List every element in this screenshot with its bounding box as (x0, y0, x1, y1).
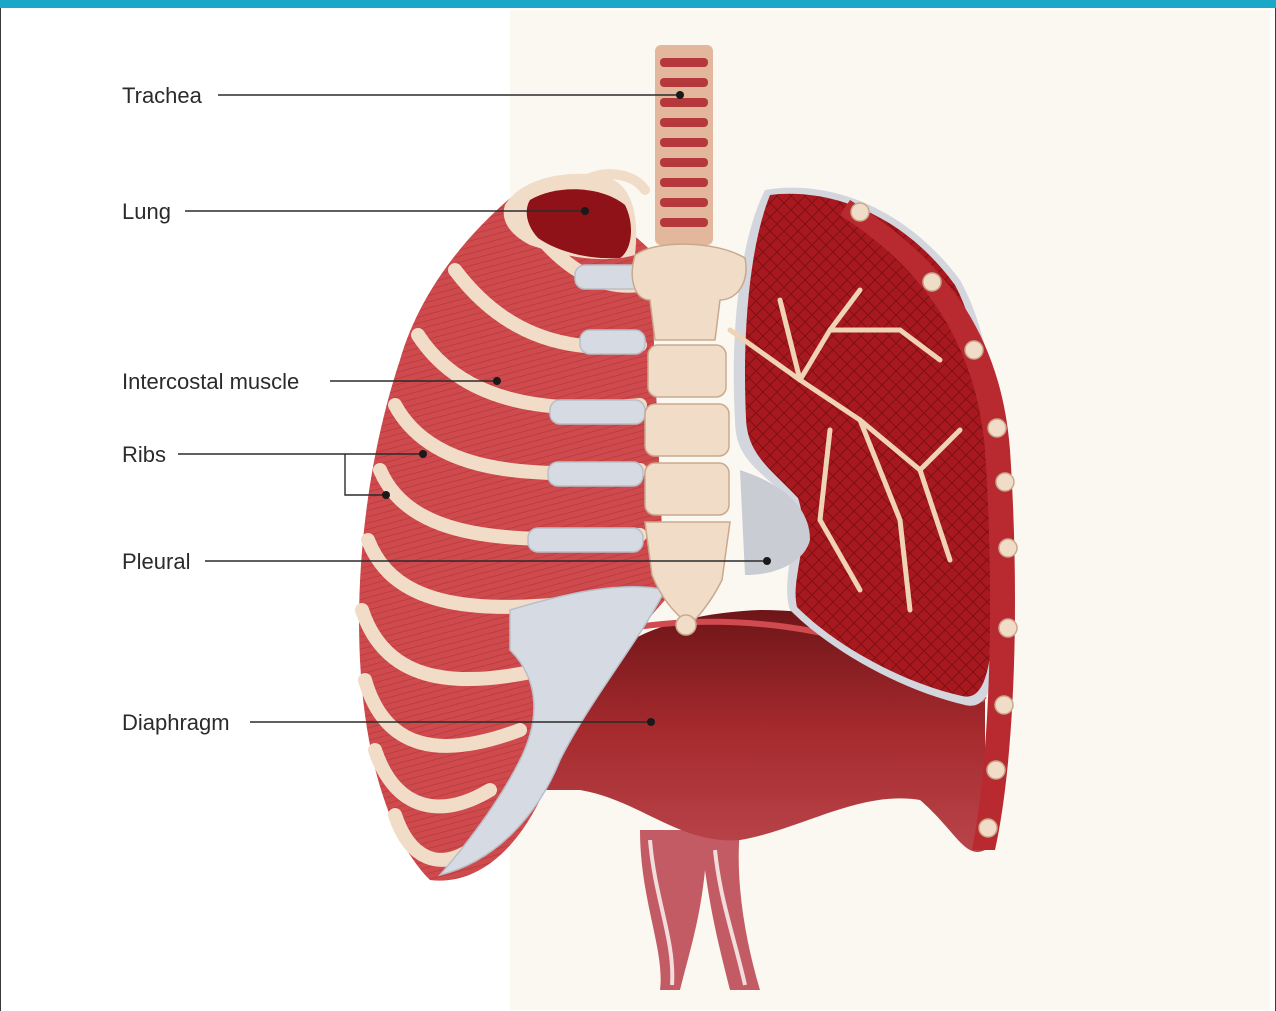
label-intercostal-muscle: Intercostal muscle (122, 369, 299, 394)
label-pleural: Pleural (122, 549, 190, 574)
label-ribs: Ribs (122, 442, 166, 467)
label-lung: Lung (122, 199, 171, 224)
label-trachea: Trachea (122, 83, 203, 108)
label-diaphragm: Diaphragm (122, 710, 230, 735)
trachea (655, 45, 713, 245)
